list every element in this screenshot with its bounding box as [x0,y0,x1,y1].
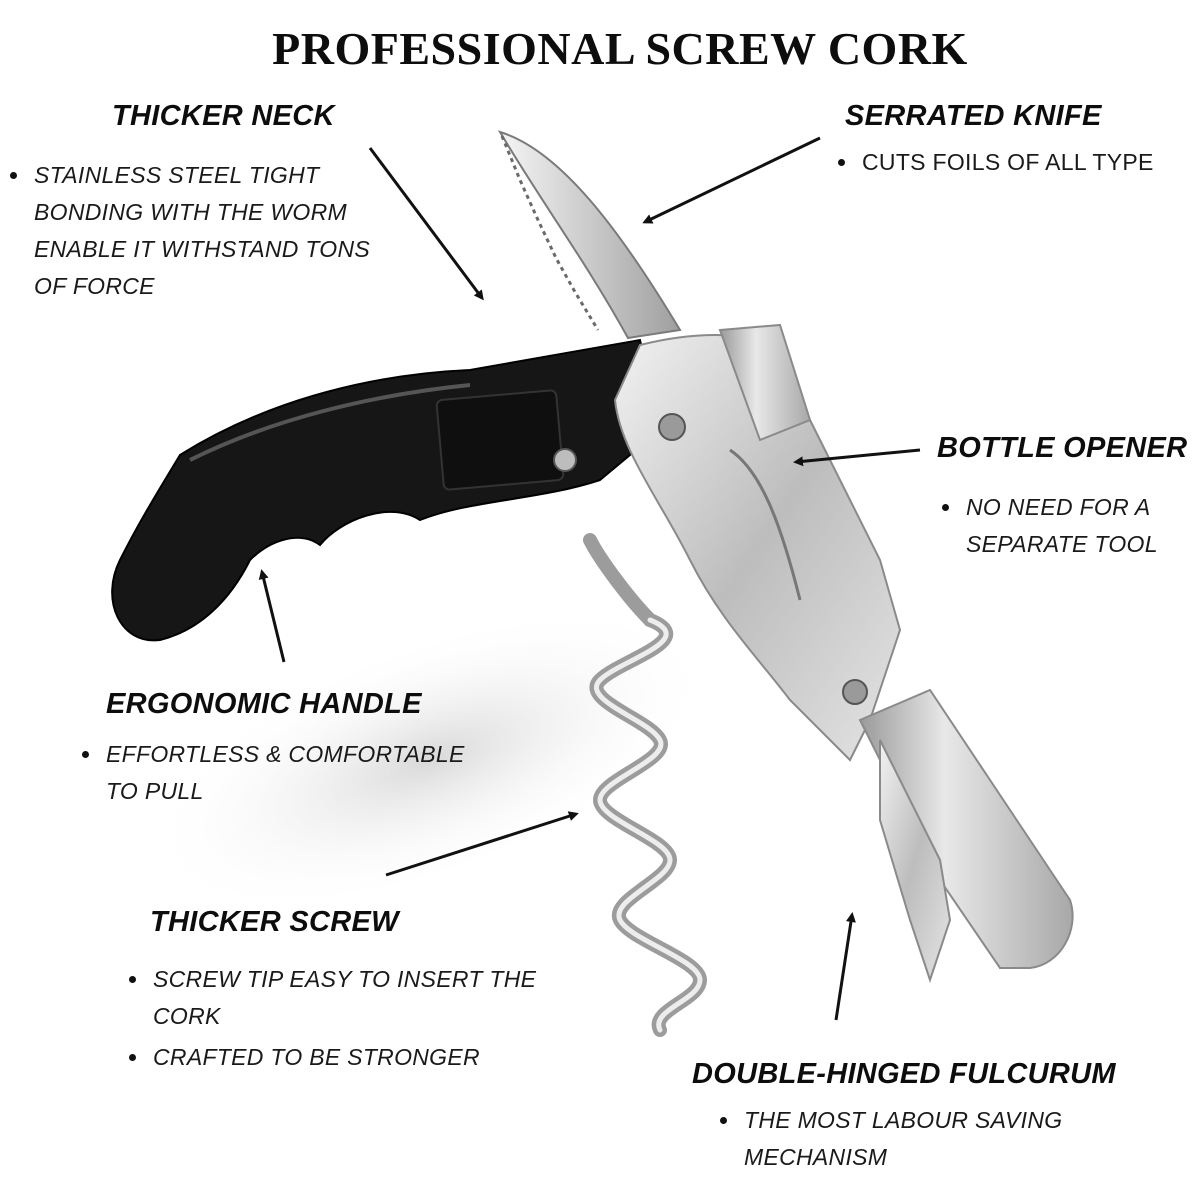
thicker-neck-bullet: STAINLESS STEEL TIGHT BONDING WITH THE W… [8,157,403,305]
bottle-opener-heading: BOTTLE OPENER [937,432,1188,464]
arrow-thicker-neck [368,147,484,301]
thicker-screw-bullet-2: CRAFTED TO BE STRONGER [127,1039,557,1076]
serrated-knife-bullets: CUTS FOILS OF ALL TYPE [836,144,1186,185]
arrow-serrated-knife [642,136,821,224]
ergonomic-handle-bullet: EFFORTLESS & COMFORTABLE TO PULL [80,736,500,810]
bullet-dot [82,751,89,758]
bottle-opener-bullets: NO NEED FOR A SEPARATE TOOL [940,489,1180,567]
serrated-knife-bullet: CUTS FOILS OF ALL TYPE [836,144,1186,181]
thicker-neck-bullets: STAINLESS STEEL TIGHT BONDING WITH THE W… [8,157,403,309]
worm-screw-highlight [594,617,703,1033]
thicker-screw-bullet-1: SCREW TIP EASY TO INSERT THE CORK [127,961,557,1035]
fulcrum-bullets: THE MOST LABOUR SAVING MECHANISM [718,1102,1108,1180]
drop-shadow [145,607,715,913]
black-handle [111,338,662,642]
bullet-dot [838,159,845,166]
bullet-dot [720,1117,727,1124]
bullet-dot [129,976,136,983]
ergonomic-handle-heading: ERGONOMIC HANDLE [106,688,422,720]
bullet-dot [129,1054,136,1061]
bullet-dot [942,504,949,511]
arrow-thicker-screw [385,811,579,877]
thicker-screw-heading: THICKER SCREW [150,906,399,938]
fulcrum-bullet: THE MOST LABOUR SAVING MECHANISM [718,1102,1108,1176]
hinged-lever [858,688,1074,984]
thicker-screw-bullets: SCREW TIP EASY TO INSERT THE CORK CRAFTE… [127,961,557,1080]
steel-body [613,323,902,762]
arrow-ergonomic-handle [258,569,286,663]
serrated-knife-blade [497,130,682,340]
page-title: PROFESSIONAL SCREW CORK [272,23,968,74]
arrow-bottle-opener [793,448,921,467]
fulcrum-heading: DOUBLE-HINGED FULCURUM [692,1058,1116,1090]
bottle-opener-bullet: NO NEED FOR A SEPARATE TOOL [940,489,1180,563]
ergonomic-handle-bullets: EFFORTLESS & COMFORTABLE TO PULL [80,736,500,814]
bullet-dot [10,172,17,179]
thicker-neck-heading: THICKER NECK [112,100,335,132]
arrow-fulcrum [834,912,856,1021]
serrated-knife-heading: SERRATED KNIFE [845,100,1102,132]
